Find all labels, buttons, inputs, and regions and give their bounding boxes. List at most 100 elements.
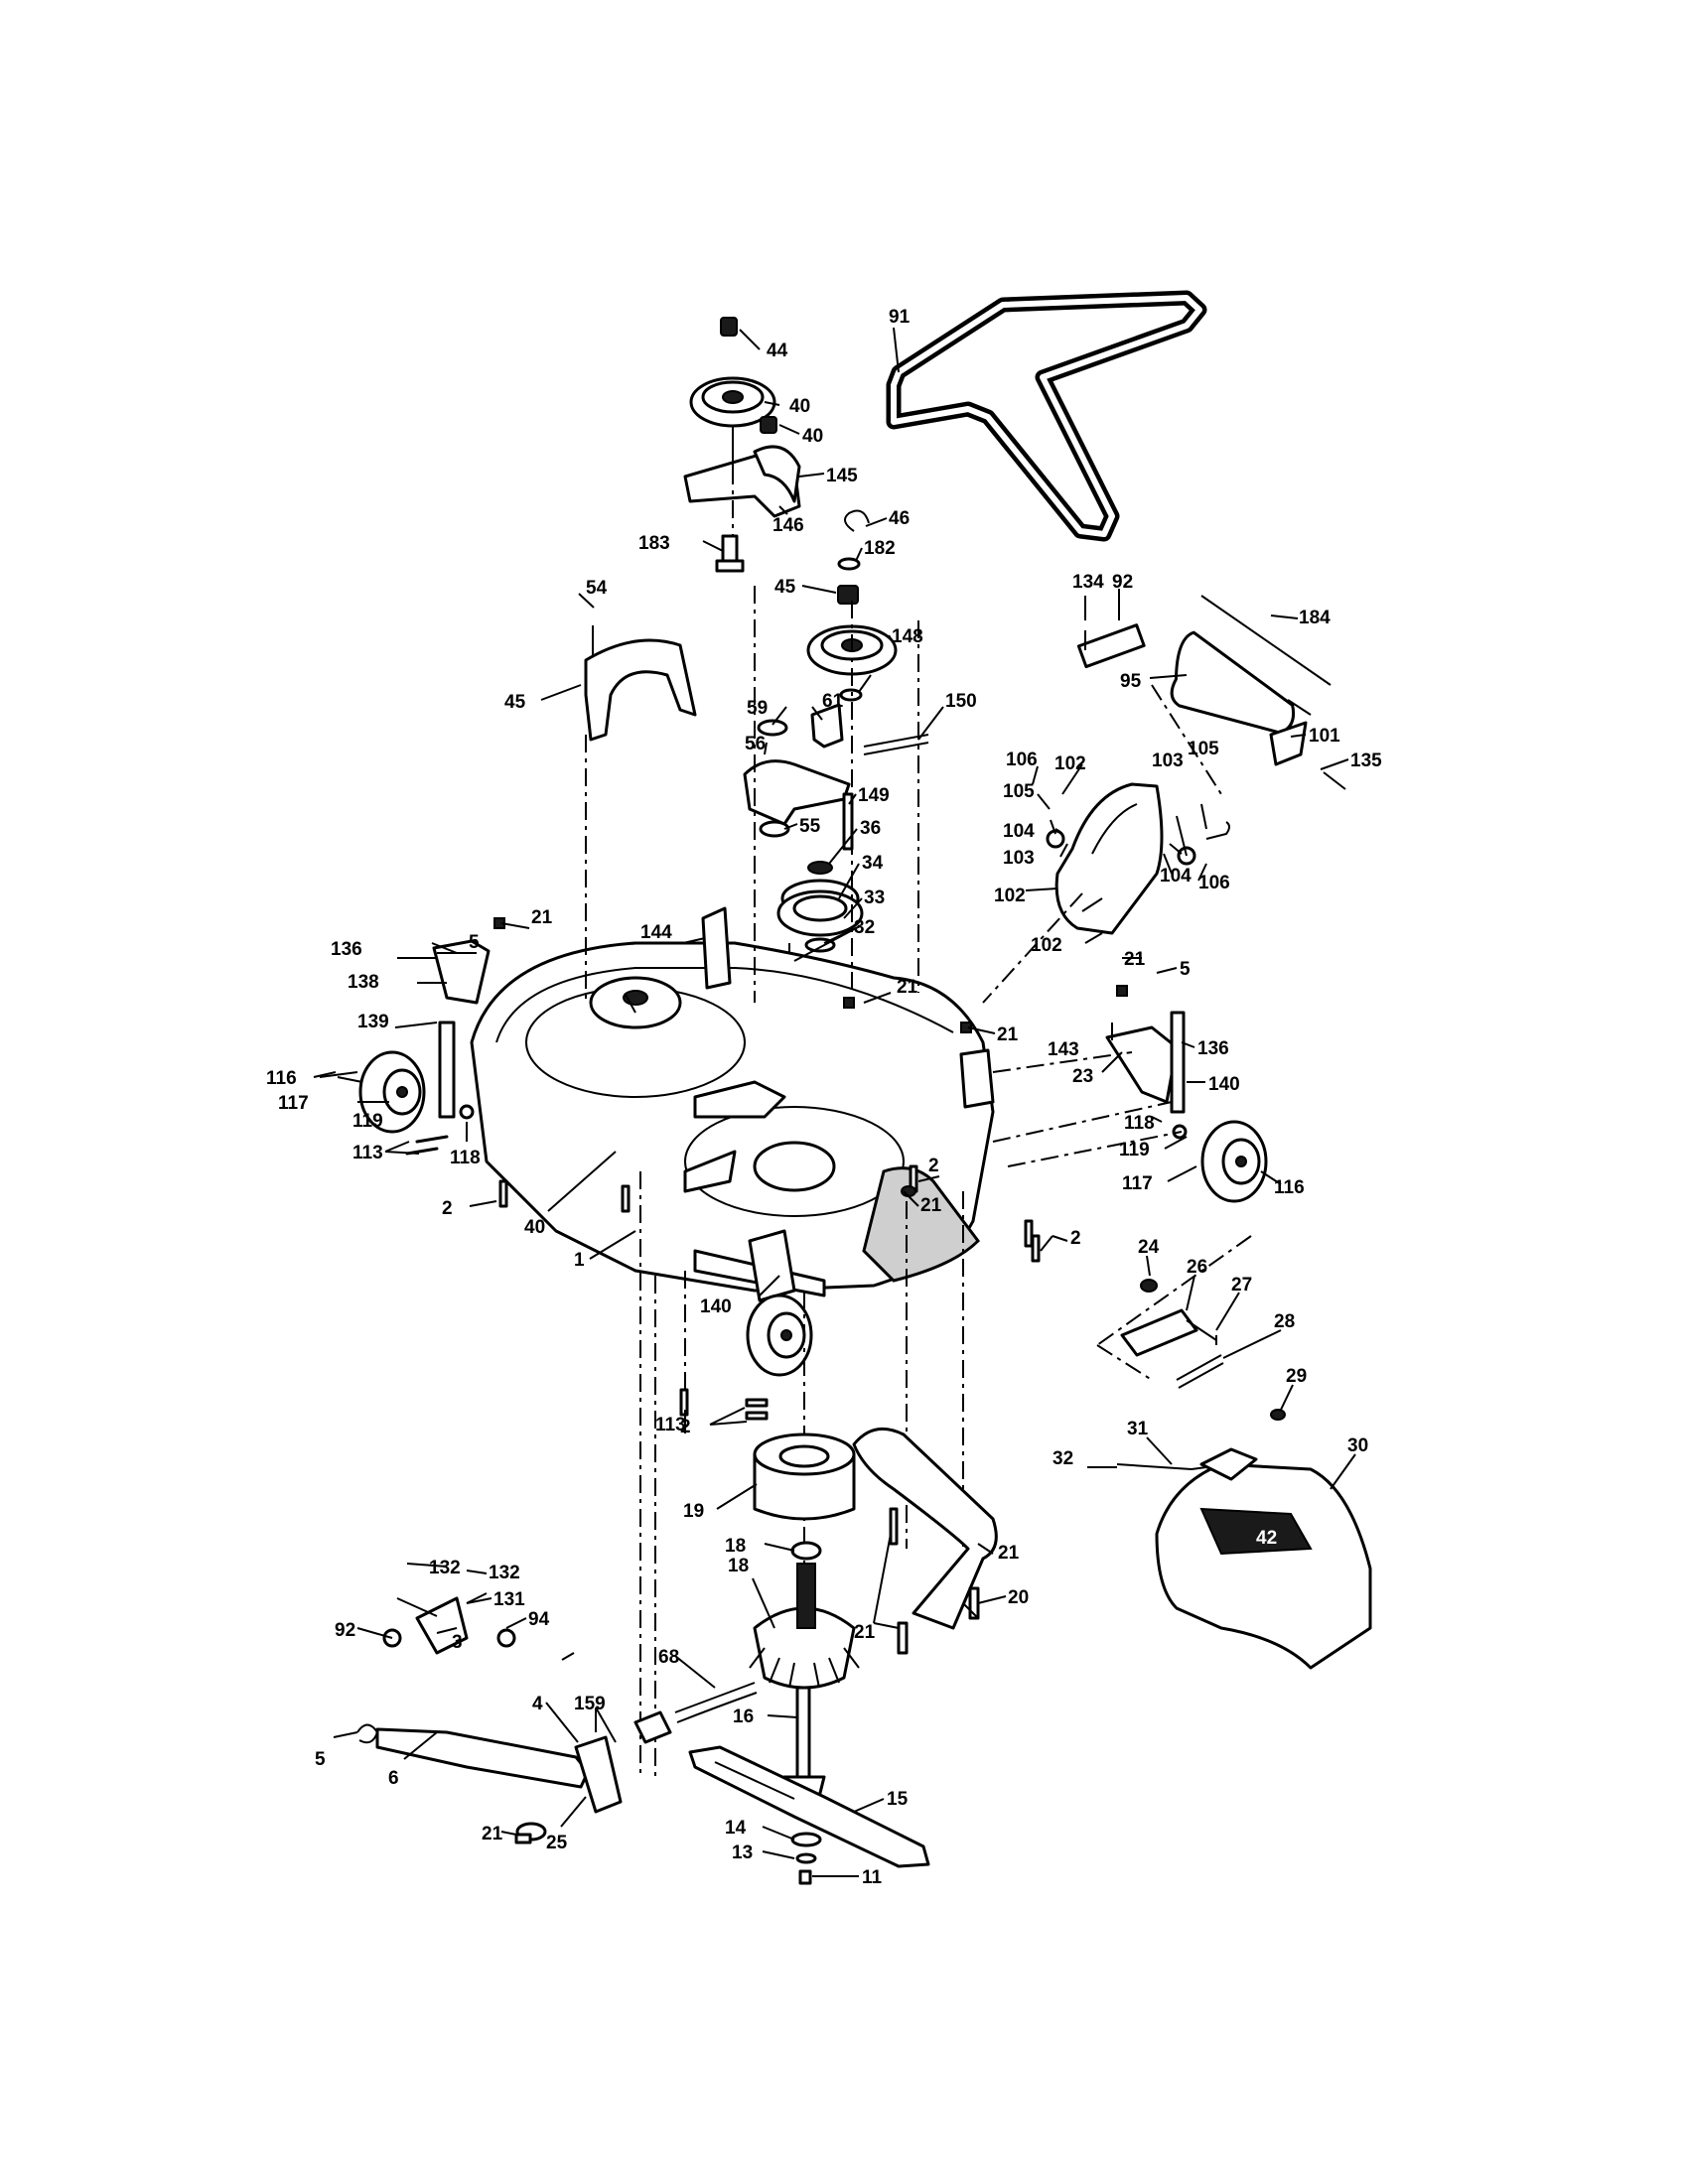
callout-21: 25	[546, 1833, 568, 1853]
drive-belt-part	[886, 290, 1207, 542]
callout-91: 92	[1112, 572, 1133, 593]
callout-16: 19	[683, 1501, 704, 1522]
callout-139: 143	[1048, 1039, 1079, 1060]
callout-5: 5	[1180, 959, 1191, 980]
callout-2: 2	[680, 1417, 691, 1437]
callout-13: 16	[733, 1706, 754, 1727]
callout-116: 116	[266, 1068, 297, 1089]
deflector-size-marking: 42	[1256, 1528, 1277, 1549]
callout-40: 45	[774, 577, 796, 598]
callout-101: 102	[994, 886, 1026, 906]
belt-guard-part	[584, 625, 697, 742]
callout-103: 103	[1152, 751, 1184, 771]
callout-10: 14	[725, 1818, 747, 1839]
callout-117: 117	[278, 1093, 309, 1114]
callout-68: 91	[889, 307, 911, 328]
deck-lift-arm-assembly	[356, 1592, 758, 1844]
callout-labels: 44 40 40 145 146 183 46 182 45 148 54 45…	[266, 307, 1382, 1888]
callout-118: 118	[450, 1148, 481, 1168]
callout-15: 18	[725, 1536, 746, 1557]
callout-104: 104	[1160, 866, 1192, 887]
callout-55: 56	[745, 734, 766, 754]
callout-134: 136	[331, 939, 362, 960]
callout-44: 45	[504, 692, 526, 713]
right-gauge-wheel-assembly	[1105, 1011, 1268, 1203]
callout-45: 46	[889, 508, 910, 529]
callout-105: 105	[1188, 739, 1219, 759]
callout-136: 139	[357, 1012, 389, 1032]
callout-24: 27	[1231, 1275, 1252, 1296]
callout-2: 2	[1070, 1228, 1081, 1249]
callout-20: 21	[998, 1543, 1020, 1564]
callout-2: 2	[442, 1198, 453, 1219]
callout-59: 61	[822, 691, 844, 712]
callout-146: 149	[858, 785, 890, 806]
callout-9: 13	[732, 1843, 753, 1863]
callout-118: 118	[1124, 1113, 1155, 1134]
callout-119: 119	[1119, 1140, 1150, 1160]
callout-119: 119	[352, 1111, 383, 1132]
callout-132: 135	[1350, 751, 1382, 771]
callout-33: 36	[860, 818, 881, 839]
callout-113: 113	[655, 1415, 686, 1435]
callout-54: 55	[799, 816, 821, 837]
callout-21: 21	[897, 977, 918, 998]
callout-28: 31	[1127, 1419, 1149, 1439]
callout-106: 106	[1198, 873, 1230, 893]
baffle-assembly	[852, 1427, 998, 1655]
discharge-chute-part	[1037, 782, 1230, 935]
callout-29: 32	[1052, 1448, 1073, 1469]
callout-102: 102	[1031, 935, 1062, 956]
callout-145: 148	[892, 626, 923, 647]
front-gauge-wheel-assembly	[746, 1229, 813, 1377]
callout-102: 102	[1054, 753, 1086, 774]
deck-roller-assembly	[1076, 595, 1346, 790]
callout-61: 68	[658, 1647, 679, 1668]
callout-2: 2	[928, 1156, 939, 1176]
callout-21: 21	[920, 1195, 942, 1216]
callout-26: 29	[1286, 1366, 1307, 1387]
callout-136: 140	[1208, 1074, 1240, 1095]
callout-36: 40	[789, 396, 810, 417]
callout-144: 146	[772, 515, 804, 536]
deck-brackets	[701, 906, 995, 1109]
deck-hardware	[493, 917, 1128, 1421]
callout-104: 104	[1003, 821, 1035, 842]
callout-19: 21	[482, 1824, 503, 1844]
callout-46: 54	[586, 578, 608, 599]
callout-92: 94	[528, 1609, 550, 1630]
callout-56: 59	[747, 698, 768, 719]
callout-34: 40	[524, 1217, 545, 1238]
callout-21: 24	[1138, 1237, 1160, 1258]
callout-leaders	[313, 327, 1356, 1877]
callout-30: 32	[854, 917, 875, 938]
callout-40: 40	[802, 426, 823, 447]
callout-31: 33	[864, 887, 885, 908]
deflector-mount-assembly	[1116, 1279, 1286, 1470]
callout-4: 4	[532, 1694, 543, 1714]
callout-106: 106	[1006, 750, 1038, 770]
callout-14: 18	[728, 1556, 749, 1576]
callout-92: 92	[335, 1620, 355, 1641]
idler-arm-assembly	[743, 703, 929, 851]
callout-113: 113	[352, 1143, 383, 1163]
drive-pulley-assembly	[776, 861, 864, 1013]
callout-135: 138	[348, 972, 379, 993]
top-idler-assembly	[683, 317, 801, 573]
callout-5: 5	[469, 932, 480, 953]
callout-148: 150	[945, 691, 977, 712]
left-gauge-wheel-assembly	[358, 939, 491, 1156]
callout-117: 117	[1122, 1173, 1153, 1194]
callout-5: 5	[315, 1749, 326, 1770]
callout-130: 132	[429, 1558, 461, 1578]
callout-159: 183	[638, 533, 670, 554]
callout-149: 159	[574, 1694, 606, 1714]
callout-1: 1	[574, 1250, 585, 1271]
callout-8: 11	[862, 1867, 883, 1888]
callout-105: 105	[1003, 781, 1035, 802]
callout-140: 144	[640, 922, 672, 943]
callout-21: 23	[1072, 1066, 1093, 1087]
spindle-assembly	[749, 1433, 860, 1799]
callout-94: 95	[1120, 671, 1142, 692]
